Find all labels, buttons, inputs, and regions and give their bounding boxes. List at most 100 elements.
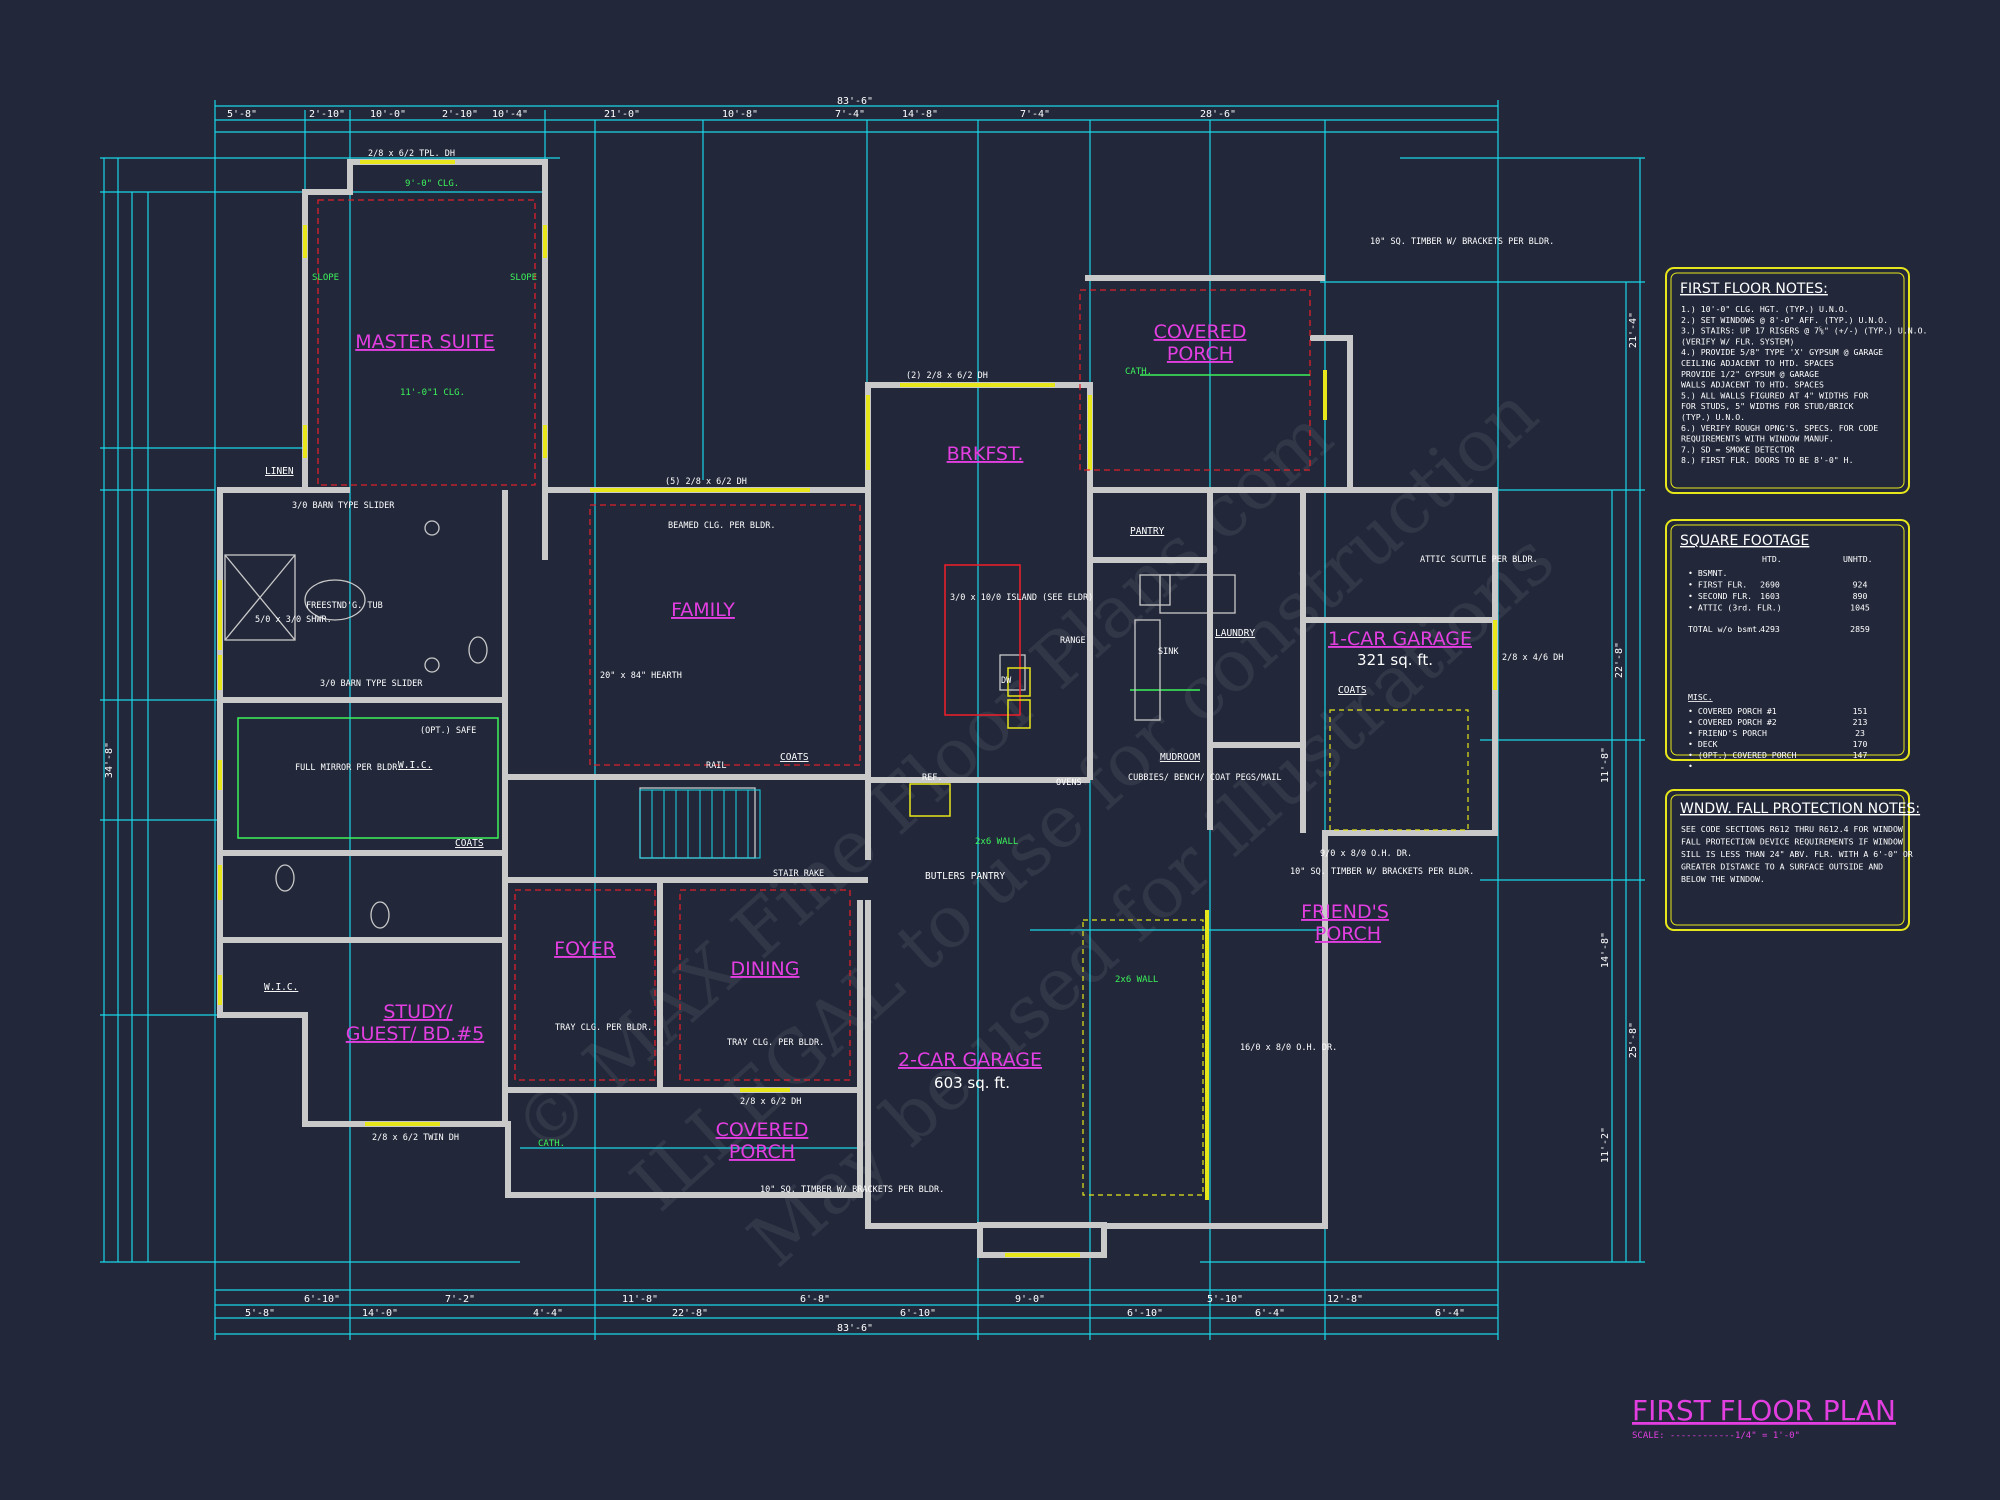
dim-right-segment: 22'-8" (1614, 642, 1625, 678)
dim-top-segment: 10'-0" (370, 109, 406, 120)
room-garage-2car: 2-CAR GARAGE (898, 1049, 1042, 1071)
label-2x6-wall-1: 2x6 WALL (975, 837, 1018, 847)
note-line: WALLS ADJACENT TO HTD. SPACES (1681, 380, 1824, 390)
room-brkfst: BRKFST. (947, 443, 1024, 465)
label-ref: REF. (922, 773, 942, 783)
dim-right-segment: 21'-4" (1628, 312, 1639, 348)
dim-top-segment: 7'-4" (835, 109, 865, 120)
dim-right-segment: 11'-2" (1600, 1127, 1611, 1163)
dim-top-segment: 2'-10" (309, 109, 345, 120)
label-stair-rake: STAIR RAKE (773, 869, 824, 879)
label-2x6-wall-2: 2x6 WALL (1115, 975, 1158, 985)
dim-bottom-segment: 6'-4" (1255, 1308, 1285, 1319)
label-clg-green: 9'-0" CLG. (405, 179, 459, 189)
label-beamed-clg: BEAMED CLG. PER BLDR. (668, 521, 775, 531)
square-footage-box: SQUARE FOOTAGE HTD. UNHTD. • BSMNT.• FIR… (1665, 519, 1910, 771)
kitchen-island (909, 564, 1031, 817)
dimension-text: 83'-6" 83'-6" 34'-8" 5'-8"2'-10"10'-0"2'… (104, 96, 1639, 1334)
dim-bottom-segment: 12'-8" (1327, 1294, 1363, 1305)
room-family: FAMILY (671, 599, 735, 621)
dim-bottom-segment: 14'-0" (362, 1308, 398, 1319)
label-cath-1: CATH. (1125, 367, 1152, 377)
label-tray-2: TRAY CLG. PER BLDR. (727, 1038, 824, 1048)
label-coats-2: COATS (780, 752, 809, 763)
label-butlers-pantry: BUTLERS PANTRY (925, 871, 1005, 882)
dim-bottom-segment: 7'-2" (445, 1294, 475, 1305)
sqft-misc-value: 213 (1853, 717, 1868, 727)
note-line: 6.) VERIFY ROUGH OPNG'S. SPECS. FOR CODE (1681, 423, 1878, 433)
label-pantry: PANTRY (1130, 526, 1165, 537)
sqft-row-label: • ATTIC (3rd. FLR.) (1688, 603, 1782, 613)
room-friends-porch-1: FRIEND'S (1301, 901, 1389, 923)
dim-bottom-segment: 22'-8" (672, 1308, 708, 1319)
dim-top-segment: 10'-4" (492, 109, 528, 120)
sqft-col-htd: HTD. (1762, 554, 1782, 564)
dimension-lines (100, 100, 1645, 1340)
dim-right-segment: 11'-8" (1600, 747, 1611, 783)
dim-bottom-segment: 6'-8" (800, 1294, 830, 1305)
note-line: 4.) PROVIDE 5/8" TYPE 'X' GYPSUM @ GARAG… (1681, 347, 1883, 357)
window-notes-box: WNDW. FALL PROTECTION NOTES: SEE CODE SE… (1665, 789, 1920, 931)
label-window-garage: 2/8 x 4/6 DH (1502, 653, 1563, 663)
label-window-brk: (2) 2/8 x 6/2 DH (906, 371, 988, 381)
room-foyer: FOYER (554, 938, 616, 960)
label-tub: FREESTND'G. TUB (306, 601, 383, 611)
sqft-row-unhtd: 924 (1853, 580, 1868, 590)
label-barn-1: 3/0 BARN TYPE SLIDER (292, 501, 395, 511)
note-line: 2.) SET WINDOWS @ 8'-0" AFF. (TYP.) U.N.… (1681, 315, 1888, 325)
sqft-misc-label: • COVERED PORCH #1 (1688, 706, 1777, 716)
label-timber-1: 10" SQ. TIMBER W/ BRACKETS PER BLDR. (1370, 237, 1554, 247)
sqft-misc-label: • COVERED PORCH #2 (1688, 717, 1777, 727)
dim-bottom-segment: 9'-0" (1015, 1294, 1045, 1305)
label-linen: LINEN (265, 466, 294, 477)
sqft-misc-label: • (OPT.) COVERED PORCH (1688, 750, 1797, 760)
label-slope-1: SLOPE (312, 273, 339, 283)
label-sink: SINK (1158, 647, 1179, 657)
label-wic-1: W.I.C. (398, 760, 432, 771)
dim-top-segment: 21'-0" (604, 109, 640, 120)
dim-bottom-segment: 6'-10" (304, 1294, 340, 1305)
label-cubbies: CUBBIES/ BENCH/ COAT PEGS/MAIL (1128, 773, 1282, 783)
note-line: (VERIFY W/ FLR. SYSTEM) (1681, 336, 1794, 346)
dim-bottom-segment: 11'-8" (622, 1294, 658, 1305)
room-study-2: GUEST/ BD.#5 (346, 1023, 484, 1045)
dim-bottom-segment: 6'-4" (1435, 1308, 1465, 1319)
sqft-misc-value: 23 (1855, 728, 1865, 738)
label-window-fam: (5) 2/8 x 6/2 DH (665, 477, 747, 487)
label-ohdr-2: 16/0 x 8/0 O.H. DR. (1240, 1043, 1337, 1053)
label-hearth: 20" x 84" HEARTH (600, 671, 682, 681)
note-line: 3.) STAIRS: UP 17 RISERS @ 7⅝" (+/-) (TY… (1681, 326, 1927, 336)
room-dining: DINING (731, 958, 800, 980)
sqft-row-label: • SECOND FLR. (1688, 591, 1752, 601)
sqft-row-unhtd: 1045 (1850, 603, 1870, 613)
label-coats-1: COATS (455, 838, 484, 849)
label-ovens: OVENS (1056, 778, 1082, 788)
sqft-misc-title: MISC. (1688, 692, 1713, 702)
sqft-row-htd: 2690 (1760, 580, 1780, 590)
dim-top-segment: 10'-8" (722, 109, 758, 120)
sqft-row-unhtd: 890 (1853, 591, 1868, 601)
note-line: 8.) FIRST FLR. DOORS TO BE 8'-0" H. (1681, 455, 1854, 465)
dim-overall-bottom: 83'-6" (837, 1323, 873, 1334)
room-garage-1car-area: 321 sq. ft. (1357, 651, 1433, 669)
window-note-line: SILL IS LESS THAN 24" ABV. FLR. WITH A 6… (1681, 849, 1913, 859)
garage-door-lines (1082, 709, 1469, 1196)
dim-top-segment: 14'-8" (902, 109, 938, 120)
dim-right-segment: 14'-8" (1600, 932, 1611, 968)
note-line: REQUIREMENTS WITH WINDOW MANUF. (1681, 434, 1834, 444)
window-note-line: FALL PROTECTION DEVICE REQUIREMENTS IF W… (1681, 837, 1903, 847)
note-line: CEILING ADJACENT TO HTD. SPACES (1681, 358, 1834, 368)
window-note-line: GREATER DISTANCE TO A SURFACE OUTSIDE AN… (1681, 862, 1883, 872)
label-window-study: 2/8 x 6/2 TWIN DH (372, 1133, 459, 1143)
dim-top-segment: 5'-8" (227, 109, 257, 120)
note-line: PROVIDE 1/2" GYPSUM @ GARAGE (1681, 369, 1819, 379)
sqft-row-htd: 4293 (1760, 624, 1780, 634)
first-floor-notes-box: FIRST FLOOR NOTES: 1.) 10'-0" CLG. HGT. … (1665, 267, 1927, 494)
sqft-row-label: • FIRST FLR. (1688, 580, 1747, 590)
dim-top-segment: 28'-6" (1200, 109, 1236, 120)
label-rail: RAIL (706, 761, 726, 771)
dim-overall-top: 83'-6" (837, 96, 873, 107)
note-line: 5.) ALL WALLS FIGURED AT 4" WIDTHS FOR (1681, 390, 1868, 400)
sqft-title: SQUARE FOOTAGE (1680, 533, 1809, 549)
plan-scale: SCALE: ------------1/4" = 1'-0" (1632, 1431, 1800, 1441)
